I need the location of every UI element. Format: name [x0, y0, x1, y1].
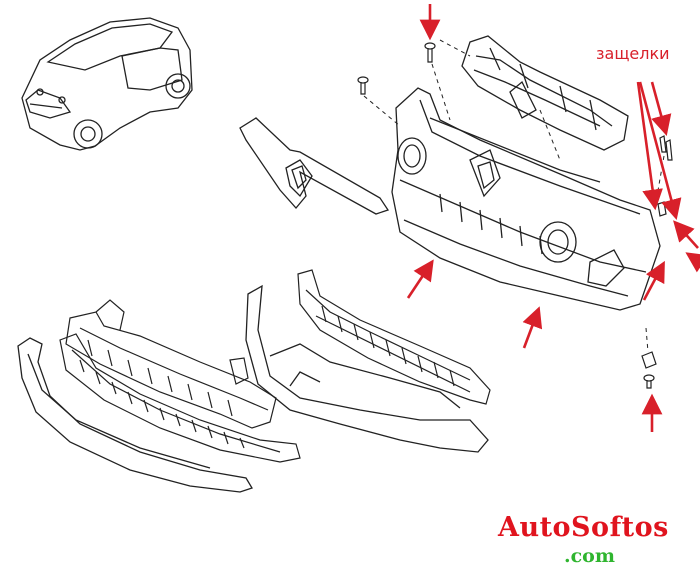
- bolt-top: [424, 42, 436, 63]
- front-spoiler-strip: [17, 337, 253, 493]
- front-bumper-cover: [391, 87, 661, 311]
- watermark-line1: AutoSoftos: [498, 512, 669, 543]
- bumper-absorber: [65, 299, 277, 429]
- fasteners: [357, 42, 673, 389]
- arrow-bumper-bottom: [522, 306, 543, 349]
- grille-emblem-trim: [239, 117, 390, 215]
- arrow-side-right: [673, 220, 699, 249]
- watermark-line2: .com: [564, 545, 615, 567]
- lower-grille-mesh: [297, 269, 491, 405]
- assembly-guide-lines: [363, 39, 665, 353]
- arrow-clip-3: [650, 81, 672, 137]
- arrow-bumper-right: [642, 260, 665, 301]
- red-arrows: [406, 4, 700, 432]
- upper-grille: [461, 35, 629, 151]
- arrow-clip-1: [636, 81, 663, 211]
- arrow-clip-2: [638, 81, 682, 221]
- bolt-left: [357, 76, 369, 95]
- arrow-side-edge: [685, 252, 700, 273]
- arrow-bumper-left: [406, 259, 434, 299]
- lower-bumper-panel: [245, 284, 489, 453]
- car-illustration: [21, 17, 193, 151]
- lower-undertray: [59, 333, 301, 463]
- clip-right: [641, 351, 657, 389]
- clips-label: защелки: [596, 44, 670, 63]
